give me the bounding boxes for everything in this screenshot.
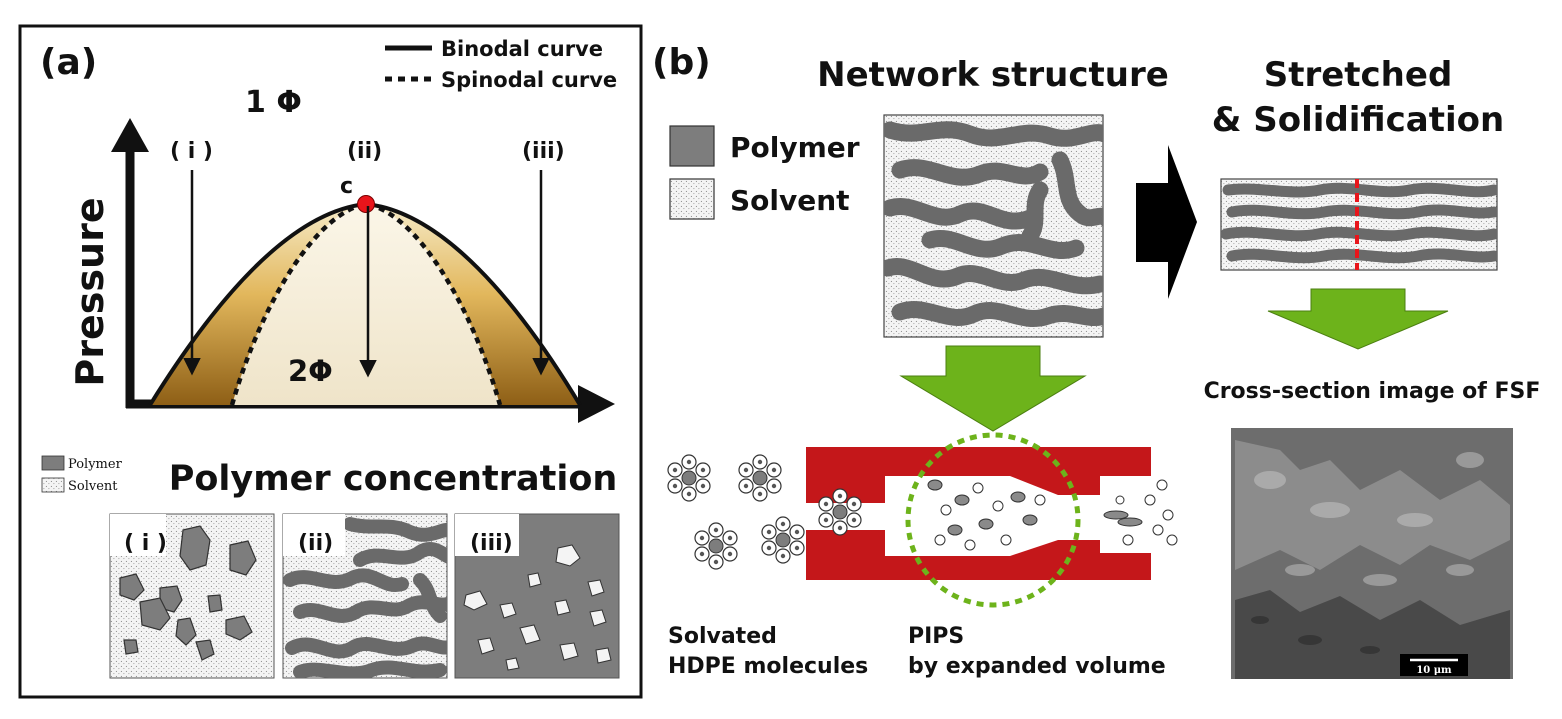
spinodal-legend-label: Spinodal curve <box>441 68 617 92</box>
solvated-molecule-3 <box>818 488 862 536</box>
caption-pips-line1: PIPS <box>908 624 964 649</box>
solvated-molecule-2 <box>738 454 782 502</box>
small-legend-solvent-swatch <box>41 477 65 493</box>
solvent-legend-swatch <box>669 178 715 220</box>
caption-pips-line2: by expanded volume <box>908 654 1166 679</box>
polymer-legend-label: Polymer <box>730 131 860 164</box>
solvated-molecule-1 <box>667 454 711 502</box>
path-iii-label: (iii) <box>522 139 565 164</box>
y-axis-label: Pressure <box>68 197 112 386</box>
panel-b-label: (b) <box>652 42 711 83</box>
critical-point-label: c <box>340 174 353 199</box>
morphology-ii-label: (ii) <box>298 531 333 556</box>
morphology-iii-image <box>454 513 620 679</box>
cross-section-label: Cross-section image of FSF <box>1204 379 1541 404</box>
stretched-title-line2: & Solidification <box>1212 100 1504 140</box>
stretched-title-line1: Stretched <box>1264 55 1453 95</box>
right-process-arrow <box>1136 145 1197 299</box>
caption-solvated-line1: Solvated <box>668 624 777 649</box>
morphology-ii-image <box>282 513 448 679</box>
two-phase-label: 2Φ <box>288 354 333 388</box>
morphology-iii-label: (iii) <box>470 531 513 556</box>
morphology-i-label: ( i ) <box>124 531 167 556</box>
sem-cross-section-image <box>1231 428 1513 679</box>
polymer-legend-swatch <box>669 125 715 167</box>
x-axis-arrowhead <box>578 385 615 423</box>
morphology-i-image <box>109 513 275 679</box>
down-arrow-stretched <box>1267 288 1449 350</box>
x-axis-label: Polymer concentration <box>169 459 618 499</box>
stretched-structure-image <box>1220 178 1498 271</box>
y-axis-arrowhead <box>111 118 149 152</box>
down-arrow-network <box>899 345 1087 432</box>
solvent-legend-label: Solvent <box>730 184 850 217</box>
network-structure-image <box>883 114 1104 338</box>
path-ii-label: (ii) <box>347 139 382 164</box>
scale-bar-label: 10 μm <box>1416 665 1452 676</box>
path-i-label: ( i ) <box>170 139 213 164</box>
caption-solvated-line2: HDPE molecules <box>668 654 868 679</box>
small-legend-polymer-label: Polymer <box>68 457 123 472</box>
panel-a-label: (a) <box>40 42 97 83</box>
nozzle-schematic <box>806 432 1178 608</box>
critical-point <box>357 195 375 213</box>
small-legend-solvent-label: Solvent <box>68 479 118 494</box>
solvated-molecule-5 <box>761 516 805 564</box>
solvated-molecule-4 <box>694 522 738 570</box>
small-legend-polymer-swatch <box>41 455 65 471</box>
network-structure-title: Network structure <box>817 55 1169 95</box>
one-phase-label: 1 Φ <box>245 85 302 120</box>
spinodal-region <box>232 204 500 405</box>
binodal-legend-label: Binodal curve <box>441 37 603 61</box>
